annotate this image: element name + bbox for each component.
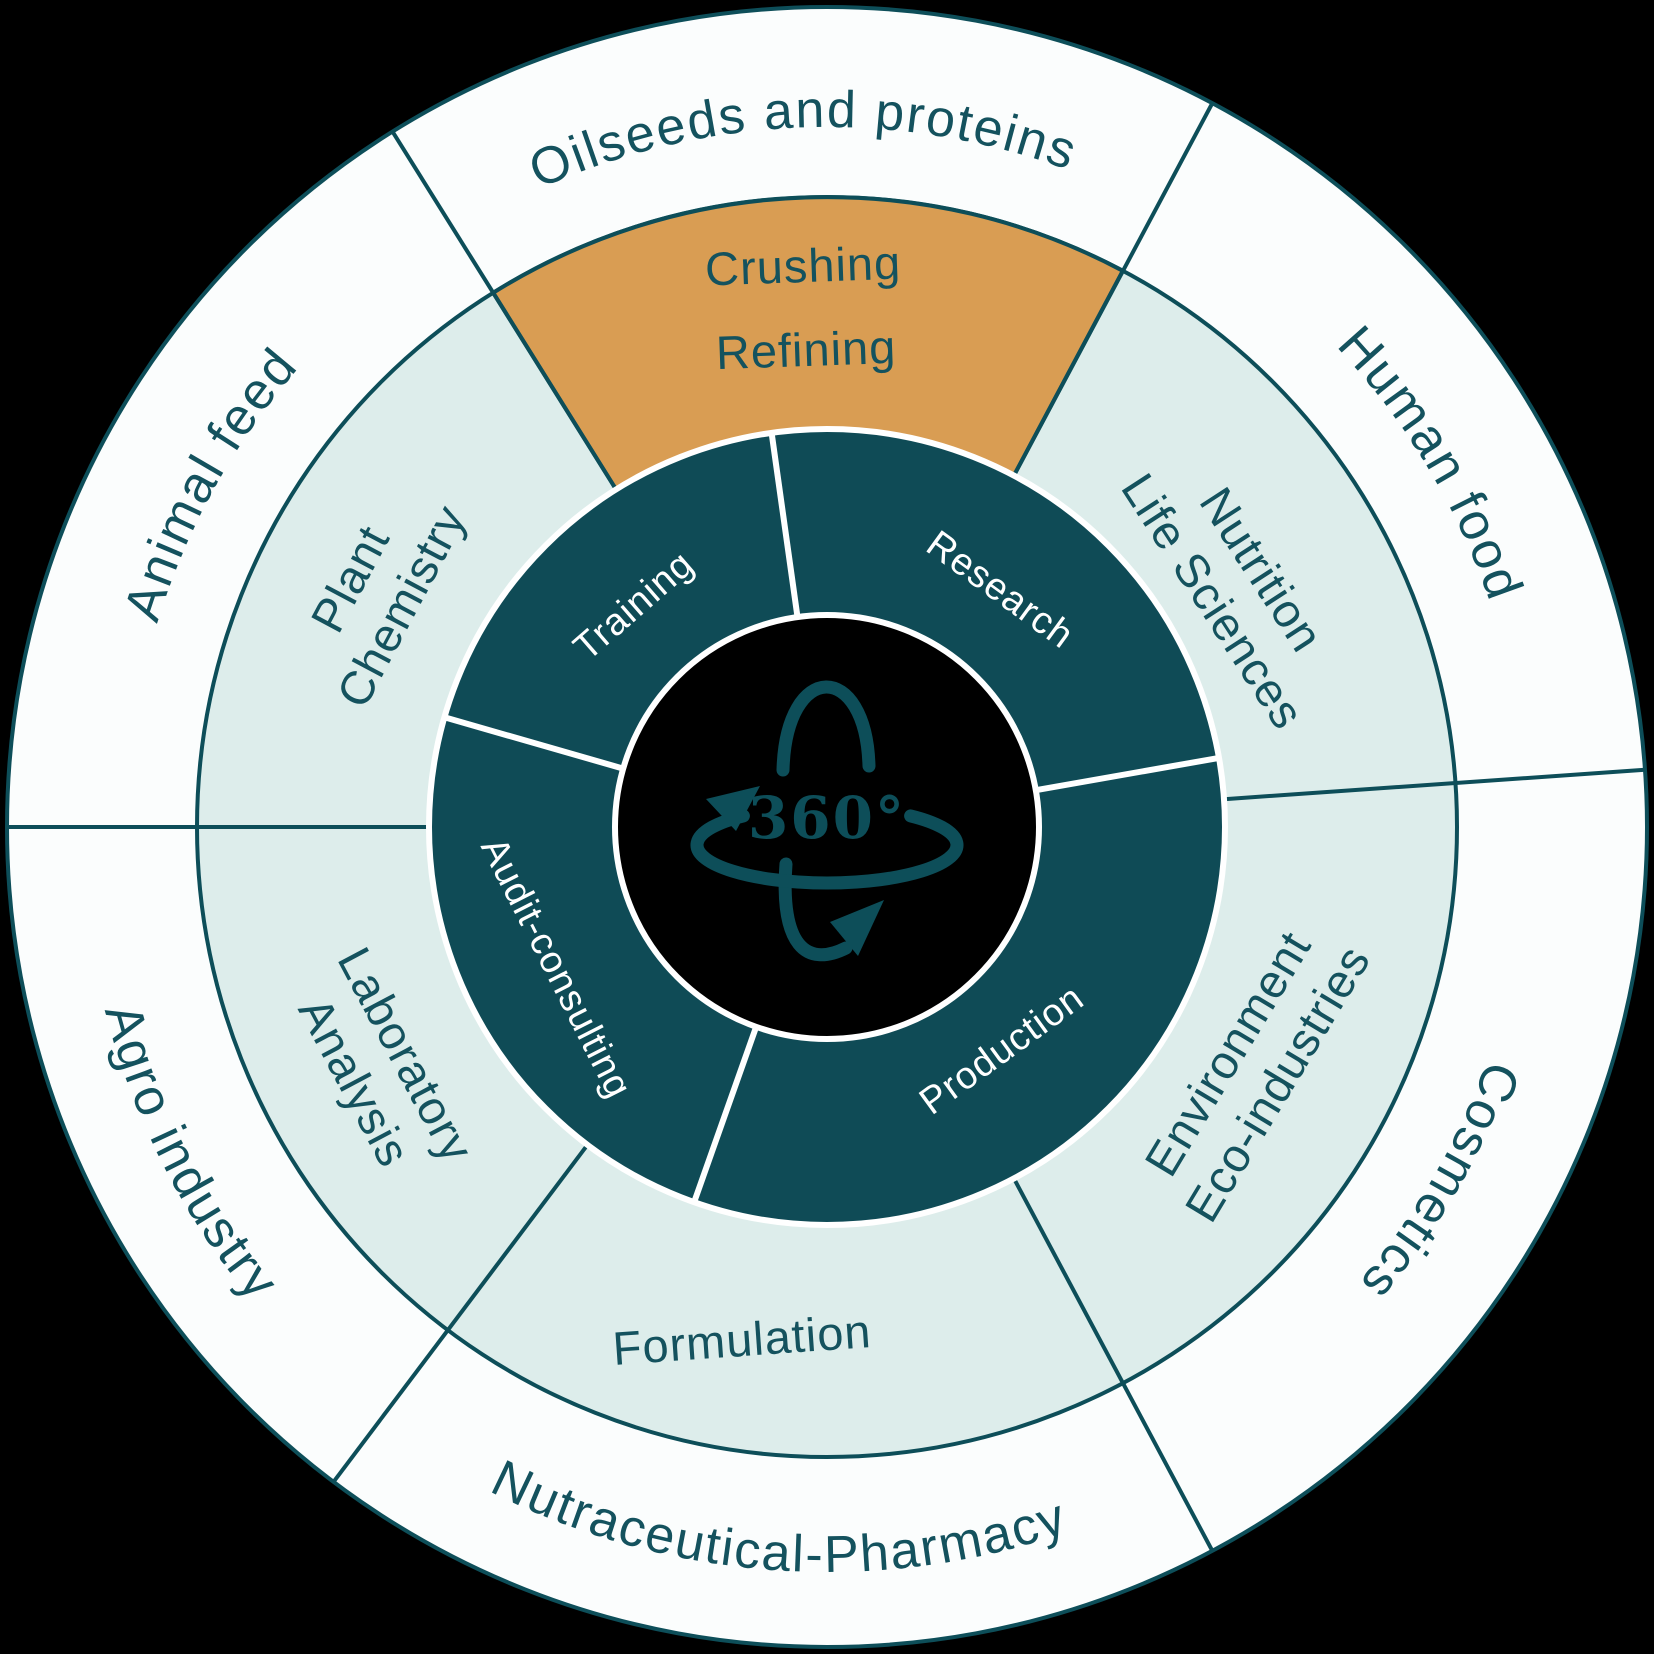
inner-divider (443, 714, 625, 772)
orbit-top-arc-icon (776, 680, 876, 777)
sector-divider (390, 130, 618, 491)
inner-divider (1035, 754, 1220, 794)
center-hub (612, 612, 1042, 1042)
sector-divider (1012, 1177, 1215, 1552)
arrowhead-icon (706, 786, 760, 831)
middle-label-line: Crushing (704, 236, 902, 296)
sector-dividers (7, 102, 1646, 1552)
inner-divider (691, 1025, 760, 1204)
orbit-bottom-arc-icon (778, 857, 853, 962)
inner-divider (768, 432, 801, 618)
360-rotation-icon: 360° (690, 680, 964, 962)
sector-divider (1223, 767, 1646, 802)
arrowhead-icon (830, 900, 884, 956)
rotation-ellipse-icon (690, 809, 964, 890)
middle-label-crushing-refining: Crushing Refining (704, 236, 902, 379)
middle-label-line: Refining (715, 320, 897, 379)
center-360-label: 360° (748, 784, 906, 852)
inner-ring-dividers (443, 432, 1220, 1204)
sector-divider (331, 1143, 590, 1484)
sector-divider (1012, 102, 1215, 477)
